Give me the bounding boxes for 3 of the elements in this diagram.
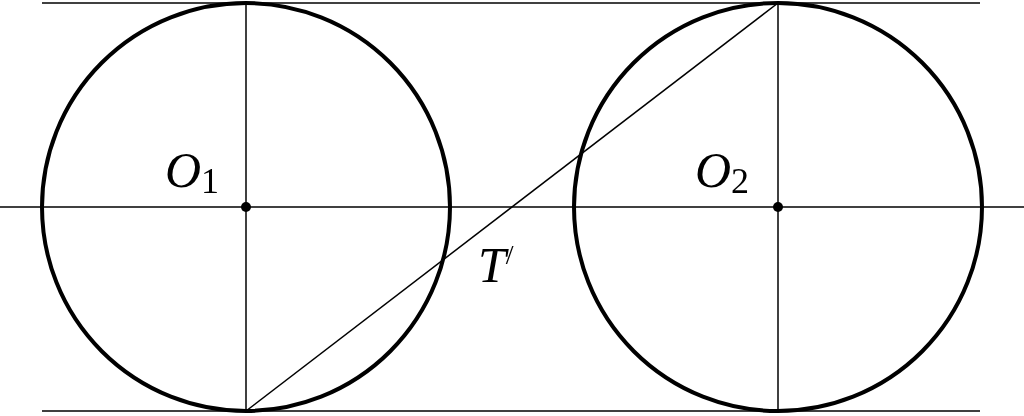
point-label: O$_{1}$ [165, 145, 220, 199]
point-label: T$^{/}$ [478, 240, 514, 290]
point-label: O$_{2}$ [695, 145, 750, 199]
